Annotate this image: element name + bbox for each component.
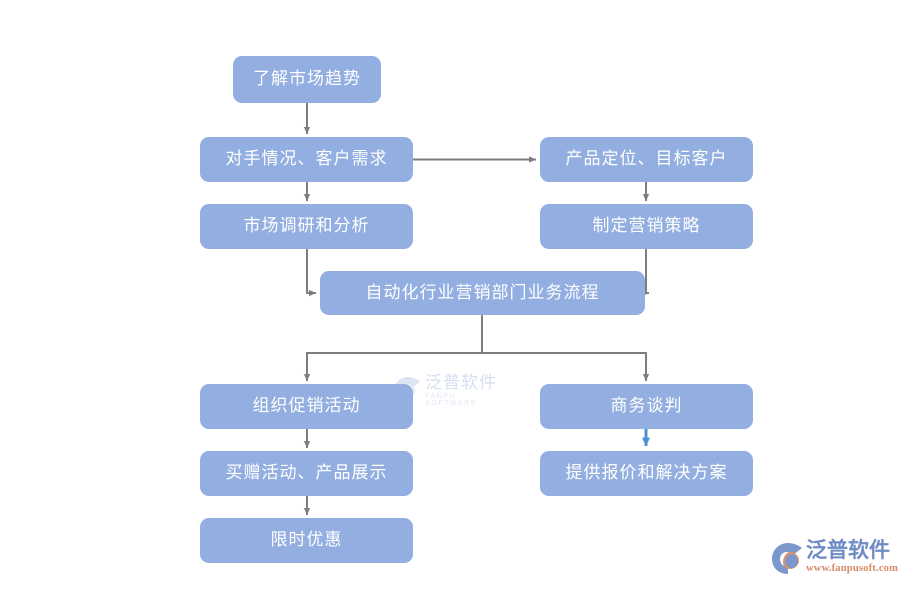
brand-logo: 泛普软件 www.fanpusoft.com (770, 540, 898, 590)
node-main-process-title[interactable]: 自动化行业营销部门业务流程 (320, 271, 645, 315)
brand-name-cn: 泛普软件 (806, 539, 890, 562)
node-product-positioning-target-customers[interactable]: 产品定位、目标客户 (540, 137, 753, 182)
brand-text-group: 泛普软件 www.fanpusoft.com (806, 540, 898, 575)
watermark-en: FANPU SOFTWARE (425, 392, 478, 407)
edge-n4-n6 (306, 249, 317, 297)
edge-n6-n8 (482, 352, 650, 382)
edge-n6-n7 (303, 315, 483, 382)
node-gift-activities-product-display[interactable]: 买赠活动、产品展示 (200, 451, 413, 496)
fanpu-logo-icon (770, 541, 804, 575)
node-limited-time-offer[interactable]: 限时优惠 (200, 518, 413, 563)
node-business-negotiation[interactable]: 商务谈判 (540, 384, 753, 429)
watermark-cn: 泛普软件 (425, 372, 497, 392)
node-formulate-marketing-strategy[interactable]: 制定营销策略 (540, 204, 753, 249)
node-organize-promotion-activities[interactable]: 组织促销活动 (200, 384, 413, 429)
node-competitor-and-customer-needs[interactable]: 对手情况、客户需求 (200, 137, 413, 182)
node-market-research-and-analysis[interactable]: 市场调研和分析 (200, 204, 413, 249)
watermark-text-group: 泛普软件 FANPU SOFTWARE (425, 374, 512, 407)
node-understand-market-trends[interactable]: 了解市场趋势 (233, 56, 381, 103)
node-provide-quotation-and-solution[interactable]: 提供报价和解决方案 (540, 451, 753, 496)
brand-website: www.fanpusoft.com (806, 563, 899, 574)
edge-n5-n6 (641, 249, 650, 297)
